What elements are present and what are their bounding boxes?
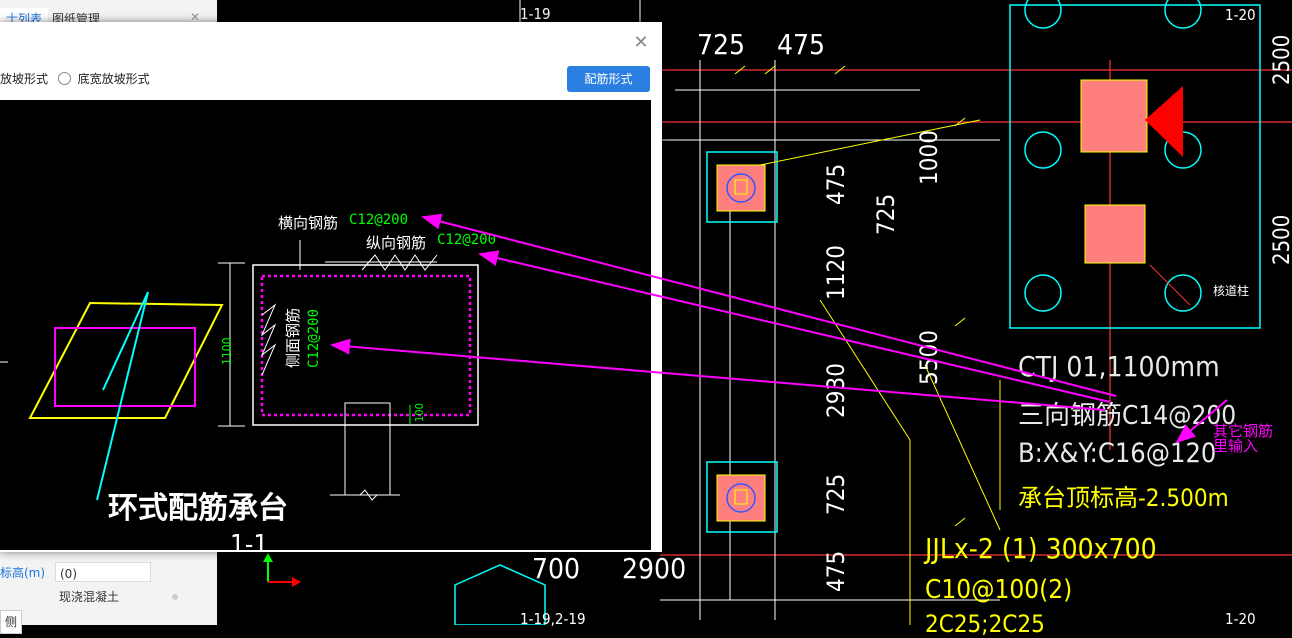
dimension-text: 2930 bbox=[822, 363, 850, 418]
cap-annotation-line2: 三向钢筋C14@200 bbox=[1018, 401, 1237, 431]
radio-icon[interactable] bbox=[57, 72, 71, 85]
grid-label: 1-20 bbox=[1225, 610, 1256, 628]
side-rebar-label: 侧面钢筋 bbox=[284, 307, 302, 368]
section-label: 1-1 bbox=[230, 530, 269, 550]
rebar-note: 其它钢筋里输入 bbox=[1213, 422, 1274, 455]
dimension-text: 475 bbox=[822, 550, 850, 592]
side-rebar-value: C12@200 bbox=[306, 308, 322, 368]
dimension-text: 1000 bbox=[915, 130, 943, 185]
cover-dimension: 100 bbox=[413, 403, 426, 422]
slope-option-label[interactable]: 放坡形式 bbox=[0, 72, 49, 86]
panel-close-icon[interactable]: ✕ bbox=[190, 10, 201, 24]
prop-row: 侧 bbox=[0, 608, 217, 634]
cap-diagram: 横向钢筋 C12@200 纵向钢筋 C12@200 侧面钢筋 C12@200 1… bbox=[0, 100, 651, 550]
dimension-text: 1120 bbox=[822, 245, 850, 300]
beam-annotation-line3: 2C25;2C25 bbox=[925, 610, 1045, 638]
dimension-text: 725 bbox=[822, 473, 850, 515]
diagram-title: 环式配筋承台 bbox=[108, 491, 288, 526]
longitudinal-rebar-value: C12@200 bbox=[437, 232, 497, 248]
dot-icon bbox=[172, 594, 178, 600]
material-value[interactable]: 现浇混凝土 bbox=[55, 586, 151, 606]
dimension-text: 2900 bbox=[622, 552, 687, 585]
cap-annotation-line3: B:X&Y:C16@120 bbox=[1018, 438, 1217, 469]
dialog-close-icon[interactable]: ✕ bbox=[633, 32, 649, 53]
horizontal-rebar-value: C12@200 bbox=[349, 212, 409, 228]
bottom-slope-option-label[interactable]: 底宽放坡形式 bbox=[77, 72, 150, 86]
dimension-text: 5500 bbox=[915, 330, 943, 385]
height-dimension: 1100 bbox=[220, 337, 234, 365]
dimension-text: 2500 bbox=[1270, 34, 1292, 85]
slope-options: 放坡形式 底宽放坡形式 bbox=[0, 70, 150, 87]
grid-label: 1-19,2-19 bbox=[520, 610, 586, 628]
dimension-text: 2500 bbox=[1270, 214, 1292, 265]
cap-annotation-line4: 承台顶标高-2.500m bbox=[1018, 484, 1229, 512]
dimension-text: 725 bbox=[872, 193, 900, 235]
cap-annotation-line1: CTJ 01,1100mm bbox=[1018, 350, 1220, 383]
beam-annotation-line1: JJLx-2 (1) 300x700 bbox=[925, 532, 1157, 565]
horizontal-rebar-label: 横向钢筋 bbox=[278, 214, 339, 232]
grid-label: 1-20 bbox=[1225, 6, 1256, 24]
column-tag: 核道柱 bbox=[1213, 284, 1250, 298]
dimension-text: 700 bbox=[532, 552, 581, 585]
axis-icon bbox=[263, 553, 301, 587]
prop-row: 现浇混凝土 bbox=[0, 586, 217, 608]
longitudinal-rebar-label: 纵向钢筋 bbox=[366, 234, 427, 252]
beam-annotation-line2: C10@100(2) bbox=[925, 575, 1073, 605]
dimension-text: 475 bbox=[777, 28, 826, 61]
grid-label: 1-19 bbox=[520, 5, 551, 23]
rebar-dialog: ✕ 放坡形式 底宽放坡形式 配筋形式 bbox=[0, 22, 662, 552]
dimension-text: 725 bbox=[697, 28, 746, 61]
prop-label: 标高(m) bbox=[0, 566, 46, 580]
cap-diagram-drawing bbox=[0, 240, 479, 501]
dimension-text: 475 bbox=[822, 163, 850, 205]
section-marker bbox=[1145, 86, 1183, 157]
prop-row: 标高(m) (0) bbox=[0, 562, 217, 584]
rebar-form-button[interactable]: 配筋形式 bbox=[567, 66, 650, 92]
prop-label: 侧 bbox=[0, 610, 23, 634]
elevation-input[interactable]: (0) bbox=[55, 562, 151, 582]
